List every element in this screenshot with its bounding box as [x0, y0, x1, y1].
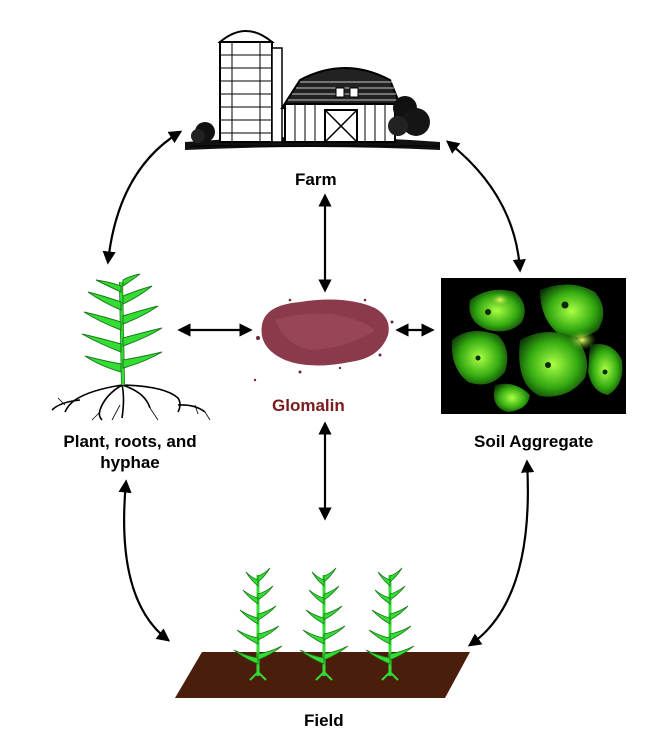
arrows: [102, 130, 535, 647]
farm-label: Farm: [295, 170, 337, 189]
arrow-farm-plant: [102, 130, 183, 265]
arrow-plant-field: [118, 479, 171, 642]
field-label: Field: [304, 711, 344, 730]
field-corn-plant: [233, 567, 283, 681]
field-corn-plant: [365, 567, 415, 681]
farm-icon: [185, 30, 440, 150]
glomalin-label: Glomalin: [272, 396, 345, 415]
glomalin-powder-icon: [253, 298, 394, 382]
field-corn-plant: [299, 567, 349, 681]
plant-label: Plant, roots, and hyphae: [63, 432, 197, 472]
soil-aggregate-label: Soil Aggregate: [474, 432, 594, 451]
arrow-soil-field: [467, 459, 535, 647]
soil-aggregate-image: [441, 278, 626, 414]
field-icon: [175, 567, 470, 698]
plant-roots-hyphae-icon: [51, 273, 211, 421]
arrow-farm-soil: [445, 140, 526, 273]
